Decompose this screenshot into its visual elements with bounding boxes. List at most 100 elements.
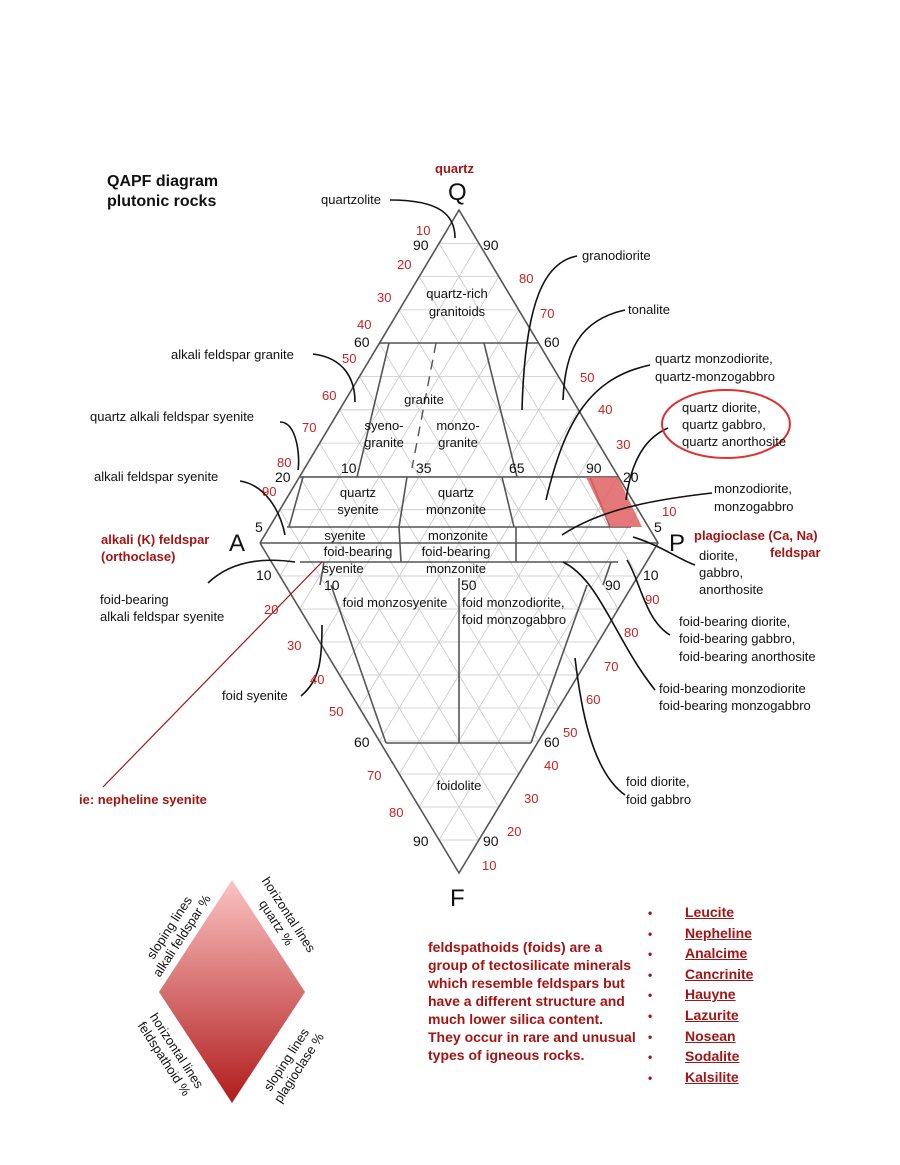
tick-q90-right: 90 — [483, 237, 499, 253]
grid-line — [359, 376, 460, 544]
grid-line — [538, 542, 599, 643]
grid-line — [617, 542, 639, 577]
grid-line — [379, 542, 520, 775]
tick-q20-right: 20 — [623, 469, 639, 485]
red-left-20: 20 — [397, 257, 411, 272]
grid-line — [339, 276, 500, 544]
red-lr-10: 10 — [482, 858, 496, 873]
red-right-30: 30 — [616, 437, 630, 452]
tick-q20-left: 20 — [275, 469, 291, 485]
label-monzodiorite: monzodiorite,monzogabbro — [714, 481, 794, 514]
red-ll-20: 20 — [264, 602, 278, 617]
grid-line — [299, 243, 480, 544]
tick-l90: 90 — [605, 577, 621, 593]
mineral-link-cancrinite[interactable]: Cancrinite — [685, 965, 754, 982]
mineral-link-nepheline[interactable]: Nepheline — [685, 924, 752, 941]
tick-q5-left: 5 — [255, 519, 263, 535]
grid-line — [319, 542, 380, 643]
label-diorite: diorite,gabbro,anorthosite — [699, 548, 763, 597]
red-left-60: 60 — [322, 388, 336, 403]
mineral-link-sodalite[interactable]: Sodalite — [685, 1048, 740, 1065]
red-ll-50: 50 — [329, 704, 343, 719]
label-foid-syenite: foid syenite — [222, 688, 288, 703]
red-left-80: 80 — [277, 455, 291, 470]
vertex-p: P — [669, 530, 685, 557]
tick-q5-right: 5 — [654, 519, 662, 535]
mineral-link-nosean[interactable]: Nosean — [685, 1027, 736, 1044]
red-right-10: 10 — [662, 504, 676, 519]
red-right-70: 70 — [540, 306, 554, 321]
mineral-link-hauyne[interactable]: Hauyne — [685, 986, 736, 1003]
tick-l50: 50 — [461, 577, 477, 593]
grid-line — [398, 309, 539, 544]
mineral-link-leucite[interactable]: Leucite — [685, 904, 735, 920]
grid-line — [359, 542, 460, 709]
boundary-ticks: 90 90 60 60 20 20 5 5 10 35 65 90 10 10 … — [255, 237, 662, 849]
field-granite: granite — [404, 392, 444, 407]
grid-line — [418, 276, 579, 544]
label-alkali-feldspar-syenite: alkali feldspar syenite — [94, 469, 218, 484]
mineral-link-analcime[interactable]: Analcime — [685, 945, 748, 962]
grid-line — [279, 542, 301, 577]
grid-line — [458, 376, 559, 544]
red-scale-lower-right: 90 80 70 60 50 40 30 20 10 — [482, 592, 659, 873]
red-scale-right: 80 70 60 50 40 10 — [519, 271, 676, 519]
field-syenogranite: syeno-granite — [364, 418, 404, 450]
grid-line — [458, 542, 559, 709]
red-lr-50: 50 — [563, 725, 577, 740]
label-granodiorite: granodiorite — [582, 248, 651, 263]
callout-lines — [102, 199, 713, 796]
mineral-link-lazurite[interactable]: Lazurite — [685, 1006, 739, 1023]
tick-h90: 90 — [586, 460, 602, 476]
tick-f90-left: 90 — [413, 833, 429, 849]
red-ll-30: 30 — [287, 638, 301, 653]
red-left-40: 40 — [357, 317, 371, 332]
red-scale-left: 10 20 30 40 50 60 70 80 90 — [262, 223, 430, 499]
quartz-diorite-highlight — [586, 477, 642, 527]
red-lr-70: 70 — [604, 659, 618, 674]
tick-h65: 65 — [509, 460, 525, 476]
mineral-link-kalsilite[interactable]: Kalsilite — [685, 1068, 739, 1085]
vertex-f: F — [450, 885, 465, 912]
triangular-grid — [279, 242, 639, 841]
tick-f10-right: 10 — [643, 567, 659, 583]
red-lr-60: 60 — [586, 692, 600, 707]
label-foid-diorite: foid diorite,foid gabbro — [626, 774, 691, 807]
red-left-90: 90 — [262, 484, 276, 499]
red-lr-90: 90 — [645, 592, 659, 607]
grid-line — [418, 542, 579, 808]
vertex-q: Q — [448, 179, 467, 206]
quartz-diorite-circle — [661, 389, 791, 459]
grid-line — [398, 542, 539, 775]
label-alkali-feldspar-granite: alkali feldspar granite — [171, 347, 294, 362]
field-monzonite: monzonite — [428, 528, 488, 543]
tick-q90-left: 90 — [413, 237, 429, 253]
legend-diamond — [159, 880, 305, 1103]
label-quartz-monzodiorite: quartz monzodiorite,quartz-monzogabbro — [655, 351, 775, 384]
red-left-50: 50 — [342, 351, 356, 366]
field-boundaries — [259, 208, 659, 875]
tick-f60-right: 60 — [544, 734, 560, 750]
tick-q60-right: 60 — [544, 334, 560, 350]
diagram-title: QAPF diagram plutonic rocks — [107, 173, 223, 210]
label-nepheline-syenite: ie: nepheline syenite — [79, 792, 207, 807]
tick-q60-left: 60 — [354, 334, 370, 350]
red-lr-20: 20 — [507, 824, 521, 839]
red-ll-40: 40 — [310, 672, 324, 687]
red-ll-80: 80 — [389, 805, 403, 820]
field-foid-monzodiorite: foid monzodiorite,foid monzogabbro — [462, 595, 566, 627]
field-syenite: syenite — [324, 528, 365, 543]
callout-labels: quartzolite alkali feldspar granite quar… — [79, 192, 816, 807]
field-monzogranite: monzo-granite — [436, 418, 479, 450]
tick-h10: 10 — [341, 460, 357, 476]
red-right-50: 50 — [580, 370, 594, 385]
tick-f10-left: 10 — [256, 567, 272, 583]
label-quartz-diorite: quartz diorite,quartz gabbro,quartz anor… — [682, 400, 786, 449]
